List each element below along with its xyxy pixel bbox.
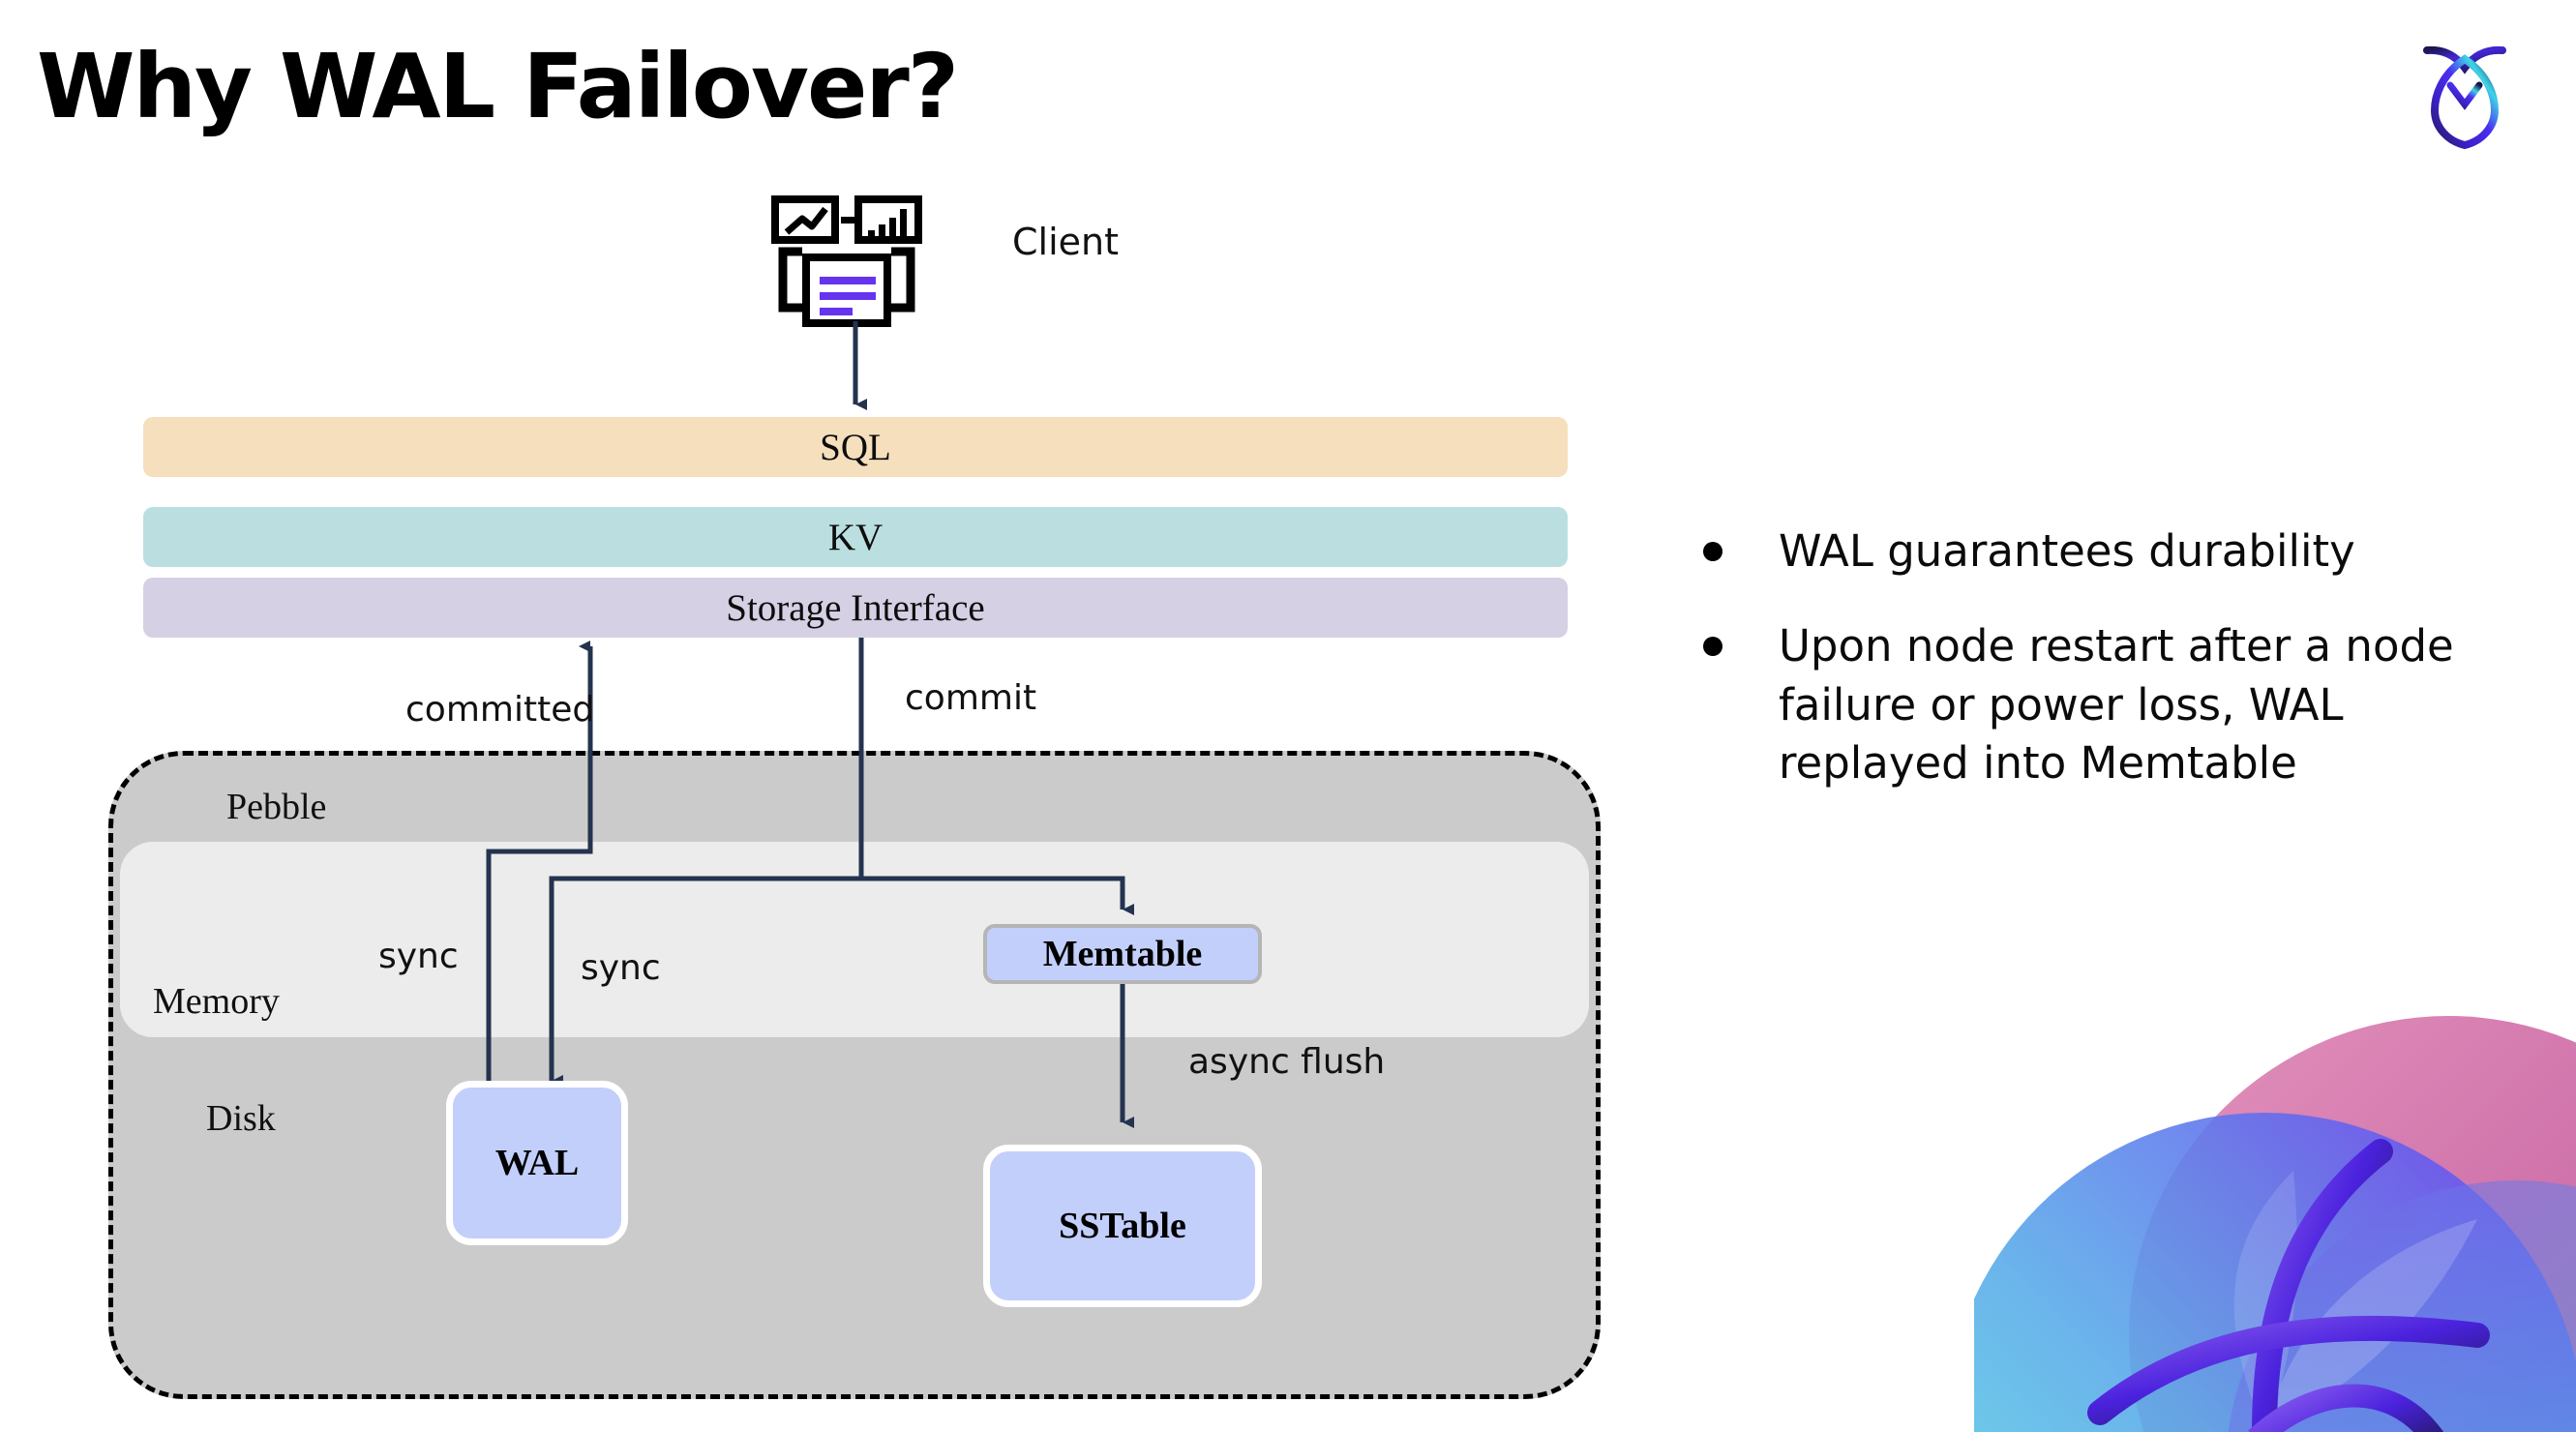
layer-bar-kv: KV [143,507,1568,567]
layer-bar-sql: SQL [143,417,1568,477]
edge-label-sync-left: sync [378,937,459,976]
layer-bar-sql-label: SQL [820,426,891,468]
bullet-dot-icon [1703,637,1722,657]
bullet-dot-icon [1703,542,1722,561]
edge-label-async-flush: async flush [1188,1042,1386,1082]
layer-bar-storage-interface-label: Storage Interface [726,586,985,629]
layer-bar-kv-label: KV [827,516,884,558]
bullet-text: WAL guarantees durability [1779,525,2355,577]
client-dashboard-icon [769,194,924,329]
node-memtable: Memtable [983,924,1262,984]
edge-label-commit: commit [905,678,1037,718]
edge-label-committed: committed [405,690,595,730]
node-memtable-label: Memtable [1042,934,1203,974]
node-sstable-label: SSTable [1059,1206,1186,1246]
edge-label-sync-right: sync [581,948,661,988]
memory-region [120,842,1589,1037]
bullet-text: Upon node restart after a node failure o… [1779,620,2454,789]
node-wal: WAL [446,1081,628,1245]
list-item: WAL guarantees durability [1703,522,2516,581]
cockroach-circles-decor-icon [1974,929,2576,1432]
architecture-diagram: Client SQL KV Storage Interface Pebble M… [108,194,1601,1399]
cockroach-leaf-logo-icon [2411,27,2518,153]
list-item: Upon node restart after a node failure o… [1703,617,2516,792]
pebble-label: Pebble [226,787,327,827]
node-wal-label: WAL [494,1143,580,1183]
page-title: Why WAL Failover? [37,35,959,138]
disk-label: Disk [206,1098,276,1139]
bullet-list: WAL guarantees durability Upon node rest… [1703,522,2516,829]
memory-label: Memory [153,981,280,1022]
layer-bar-storage-interface: Storage Interface [143,578,1568,638]
client-label: Client [1012,221,1120,263]
node-sstable: SSTable [983,1145,1262,1307]
